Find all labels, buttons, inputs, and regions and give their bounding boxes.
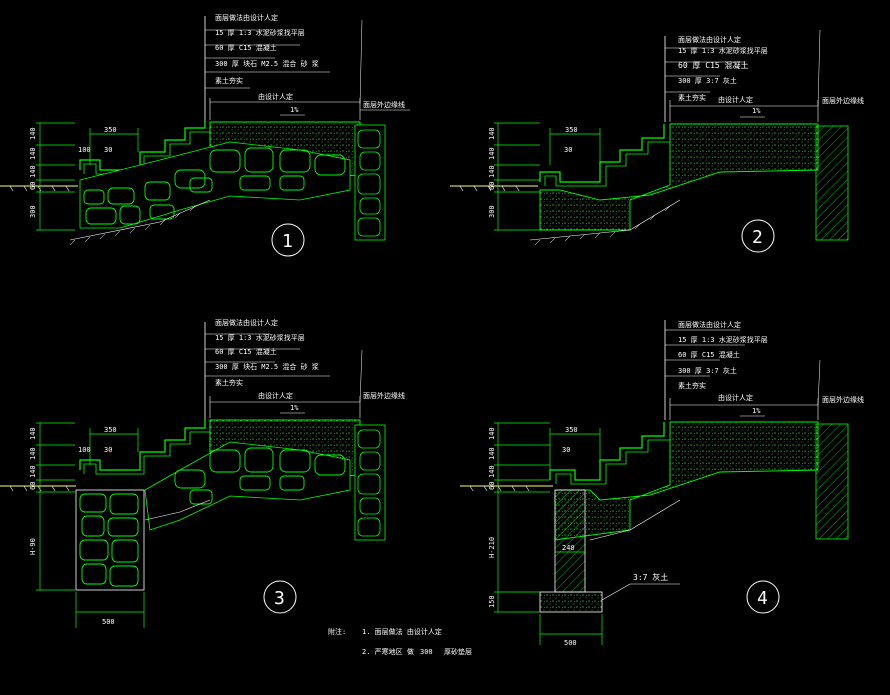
d2-layer-3: 60 厚 C15 混凝土 [678, 60, 749, 70]
d2-dim-left-2: 140 [488, 147, 496, 160]
d4-layer-1: 面层做法由设计人定 [678, 320, 741, 329]
d4-layer-5: 素土夯实 [678, 381, 706, 390]
d4-edge-note: 面层外边缘线 [822, 395, 864, 404]
d2-dim-top: 350 [565, 126, 578, 134]
d1-slope-label: 由设计人定 [258, 92, 293, 101]
d3-dim-step-w: 100 [78, 446, 91, 454]
d1-slope-percent: 1% [290, 106, 299, 114]
d4-detail-number: 4 [757, 588, 768, 609]
d3-layer-5: 素土夯实 [215, 378, 243, 387]
d3-dim-top: 350 [104, 426, 117, 434]
detail-3: 面层做法由设计人定 15 厚 1:3 水泥砂浆找平层 60 厚 C15 混凝土 … [0, 318, 405, 628]
d1-layer-5: 素土夯实 [215, 76, 243, 85]
d1-edge-note: 面层外边缘线 [363, 100, 405, 109]
d3-layer-1: 面层做法由设计人定 [215, 318, 278, 327]
d2-layer-1: 面层做法由设计人定 [678, 35, 741, 44]
d3-slope-label: 由设计人定 [258, 391, 293, 400]
d4-layer-3: 60 厚 C15 混凝土 [678, 350, 740, 359]
notes-line-1: 1. 面层做法 由设计人定 [362, 627, 442, 636]
notes-line-2b: 300 [420, 648, 433, 656]
d4-dim-left-3: 140 [488, 465, 496, 478]
d1-layer-3: 60 厚 C15 混凝土 [215, 43, 277, 52]
d3-dim-left-4: 60 [29, 482, 37, 490]
d2-slope-percent: 1% [752, 107, 761, 115]
d4-dim-step-h: 30 [562, 446, 570, 454]
notes-title: 附注: [328, 627, 346, 636]
d2-layer-5: 素土夯实 [678, 93, 706, 102]
d1-layer-1: 面层做法由设计人定 [215, 13, 278, 22]
d1-dim-top: 350 [104, 126, 117, 134]
notes-line-2c: 厚砂垫层 [444, 647, 472, 656]
d4-dim-bottom: 500 [564, 639, 577, 647]
d2-dim-left-3: 140 [488, 165, 496, 178]
d3-edge-note: 面层外边缘线 [363, 391, 405, 400]
d4-layer-4: 300 厚 3:7 灰土 [678, 366, 737, 375]
d1-detail-number: 1 [282, 231, 293, 252]
detail-4: 面层做法由设计人定 15 厚 1:3 水泥砂浆找平层 60 厚 C15 混凝土 … [460, 320, 864, 647]
d1-layer-4: 300 厚 块石 M2.5 混合 砂 浆 [215, 59, 319, 68]
d2-dim-left-5: 300 [488, 205, 496, 218]
d2-dim-step-h: 30 [564, 146, 572, 154]
d1-dim-left-2: 140 [29, 147, 37, 160]
d1-dim-left-3: 140 [29, 165, 37, 178]
d2-dim-left-4: 60 [488, 182, 496, 190]
d2-slope-label: 由设计人定 [718, 95, 753, 104]
notes: 附注: 1. 面层做法 由设计人定 2. 严寒地区 做 300 厚砂垫层 [328, 627, 472, 656]
d1-layer-2: 15 厚 1:3 水泥砂浆找平层 [215, 28, 305, 37]
d3-layer-2: 15 厚 1:3 水泥砂浆找平层 [215, 333, 305, 342]
d3-dim-left-1: 140 [29, 427, 37, 440]
d3-dim-bottom: 500 [102, 618, 115, 626]
d3-dim-left-5: H-90 [29, 538, 37, 555]
d3-dim-left-3: 140 [29, 465, 37, 478]
d4-footing-label: 3:7 灰土 [633, 572, 668, 582]
d2-layer-2: 15 厚 1:3 水泥砂浆找平层 [678, 46, 768, 55]
detail-1: 面层做法由设计人定 15 厚 1:3 水泥砂浆找平层 60 厚 C15 混凝土 … [0, 13, 410, 257]
notes-line-2a: 2. 严寒地区 做 [362, 647, 414, 656]
d4-dim-left-2: 140 [488, 447, 496, 460]
detail-2: 面层做法由设计人定 15 厚 1:3 水泥砂浆找平层 60 厚 C15 混凝土 … [450, 29, 864, 253]
d2-dim-left-1: 140 [488, 127, 496, 140]
d3-dim-step-h: 30 [104, 446, 112, 454]
d4-slope-label: 由设计人定 [718, 393, 753, 402]
d3-slope-percent: 1% [290, 404, 299, 412]
d3-layer-3: 60 厚 C15 混凝土 [215, 347, 277, 356]
d3-layer-4: 300 厚 块石 M2.5 混合 砂 浆 [215, 362, 319, 371]
d3-detail-number: 3 [274, 588, 285, 609]
d1-dim-left-1: 140 [29, 127, 37, 140]
d4-dim-top: 350 [565, 426, 578, 434]
d4-layer-2: 15 厚 1:3 水泥砂浆找平层 [678, 335, 768, 344]
d2-detail-number: 2 [752, 227, 763, 248]
d4-dim-left-5: H-210 [488, 537, 496, 558]
d4-dim-left-1: 140 [488, 427, 496, 440]
d1-dim-left-4: 60 [29, 182, 37, 190]
d1-dim-step-h: 30 [104, 146, 112, 154]
d3-dim-left-2: 140 [29, 447, 37, 460]
d2-layer-4: 300 厚 3:7 灰土 [678, 76, 737, 85]
d1-dim-left-5: 300 [29, 205, 37, 218]
d4-dim-wall: 240 [562, 544, 575, 552]
d1-dim-step-w: 100 [78, 146, 91, 154]
d4-slope-percent: 1% [752, 407, 761, 415]
d4-dim-left-4: 60 [488, 482, 496, 490]
d2-edge-note: 面层外边缘线 [822, 96, 864, 105]
d4-dim-left-6: 150 [488, 595, 496, 608]
